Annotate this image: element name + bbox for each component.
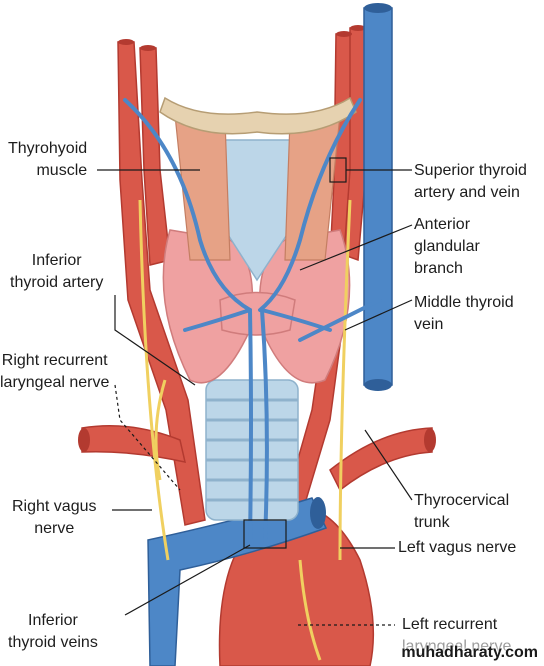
right-carotid-arteries [117, 39, 206, 526]
thyrohyoid-muscles [174, 114, 341, 261]
brachiocephalic-veins [147, 497, 328, 666]
label-thyrohyoid-muscle: Thyrohyoid muscle [8, 140, 88, 179]
label-right-recurrent-laryngeal-nerve: Right recurrent laryngeal nerve [0, 352, 110, 391]
label-thyrocervical-trunk: Thyrocervical trunk [414, 492, 510, 531]
label-anterior-glandular-branch: Anterior glandular branch [414, 216, 480, 277]
leader-box-superior [329, 157, 347, 183]
label-right-vagus-nerve: Right vagus nerve [12, 498, 97, 537]
watermark: muhadharaty.com [401, 644, 538, 661]
leader-lines [97, 157, 413, 626]
label-left-recurrent-laryngeal-nerve: Left recurrent laryngeal nerve [402, 616, 512, 655]
leader-anterior-glandular [299, 224, 413, 271]
nerves [138, 199, 352, 661]
hyoid-bone [159, 96, 357, 135]
label-superior-thyroid-artery-vein: Superior thyroid artery and vein [414, 162, 527, 201]
internal-jugular-vein [363, 3, 393, 391]
label-left-vagus-nerve: Left vagus nerve [398, 539, 517, 556]
leader-middle-thyroid-vein [344, 299, 413, 331]
label-inferior-thyroid-artery: Inferior thyroid artery [10, 252, 104, 291]
label-inferior-thyroid-veins: Inferior thyroid veins [8, 612, 98, 651]
subclavian-arteries [78, 424, 436, 492]
thyroid-vein-network [123, 98, 382, 542]
leader-inferior-thyroid-veins [124, 544, 251, 616]
leader-thyrocervical [364, 429, 413, 501]
leader-inferior-thyroid-artery [114, 295, 196, 386]
leader-right-recurrent [114, 384, 181, 491]
label-middle-thyroid-vein: Middle thyroid vein [414, 294, 514, 333]
leader-box-inferior-veins [243, 519, 287, 549]
